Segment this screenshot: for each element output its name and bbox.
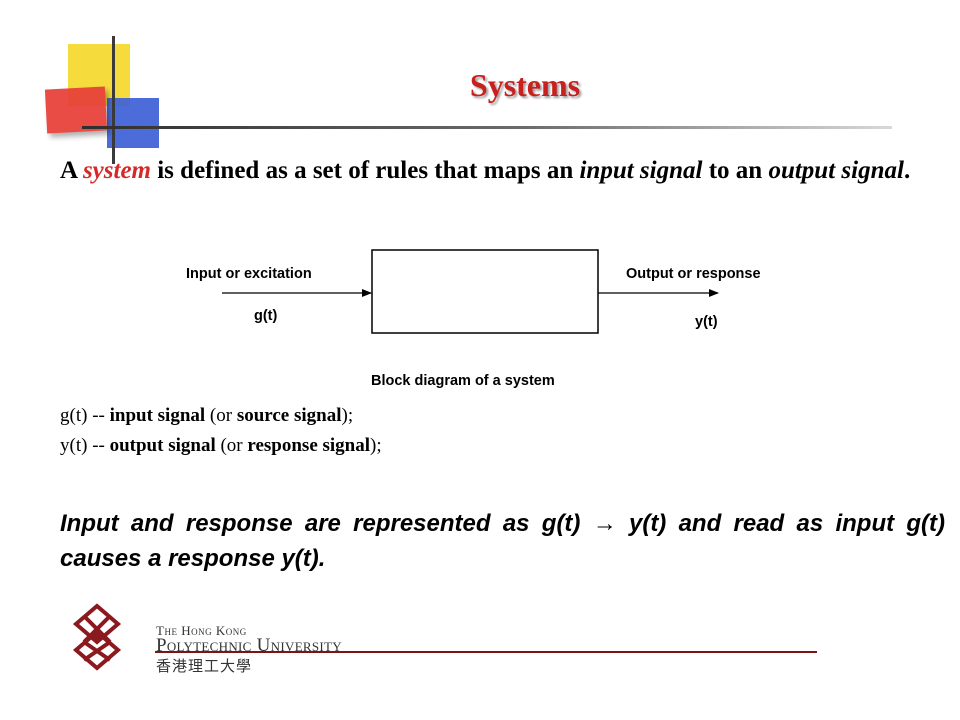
slide-title: Systems [469,67,581,103]
output-signal-line: y(t) -- output signal (or response signa… [60,434,382,458]
definition-part: . [903,157,911,184]
conclusion-part: Input and response are represented as g(… [60,510,593,537]
signal-name: y(t) [60,435,88,456]
system-term: system [82,157,151,184]
university-name-line1: The Hong Kong [156,623,247,638]
signal-close: ); [341,405,354,426]
signal-desc: output signal [109,435,216,456]
conclusion-text: Input and response are represented as g(… [60,506,945,576]
diagram-caption: Block diagram of a system [371,373,555,389]
university-logo-icon [72,603,122,671]
definition-part: to an [702,157,769,184]
conclusion-part: y(t) and read as input g(t) causes a res… [60,510,946,572]
definition-text: A system is defined as a set of rules th… [60,154,930,188]
decor-blue-square [107,98,159,148]
decor-vertical-line [112,36,115,164]
output-signal-term: output signal [768,157,904,184]
signal-open: (or [215,435,248,456]
signal-sep: -- [87,405,110,426]
output-label: Output or response [626,266,761,282]
definition-part: A [60,157,83,184]
university-name-line2: Polytechnic University [156,635,342,656]
signal-alt: source signal [236,405,342,426]
signal-alt: response signal [247,435,371,456]
right-arrow-icon: → [592,510,617,537]
signal-desc: input signal [109,405,206,426]
signal-sep: -- [87,435,110,456]
signal-close: ); [370,435,382,456]
decor-horizontal-rule [82,126,892,129]
signal-name: g(t) [60,405,88,426]
definition-part: is defined as a set of rules that maps a… [150,157,580,184]
footer-rule [155,651,817,653]
input-signal-label: g(t) [254,308,278,324]
output-signal-label: y(t) [695,314,718,330]
input-signal-line: g(t) -- input signal (or source signal); [60,404,353,428]
input-label: Input or excitation [186,266,312,282]
signal-open: (or [205,405,237,426]
system-block [371,249,599,334]
university-name-chinese: 香港理工大學 [156,657,253,675]
input-signal-term: input signal [579,157,703,184]
